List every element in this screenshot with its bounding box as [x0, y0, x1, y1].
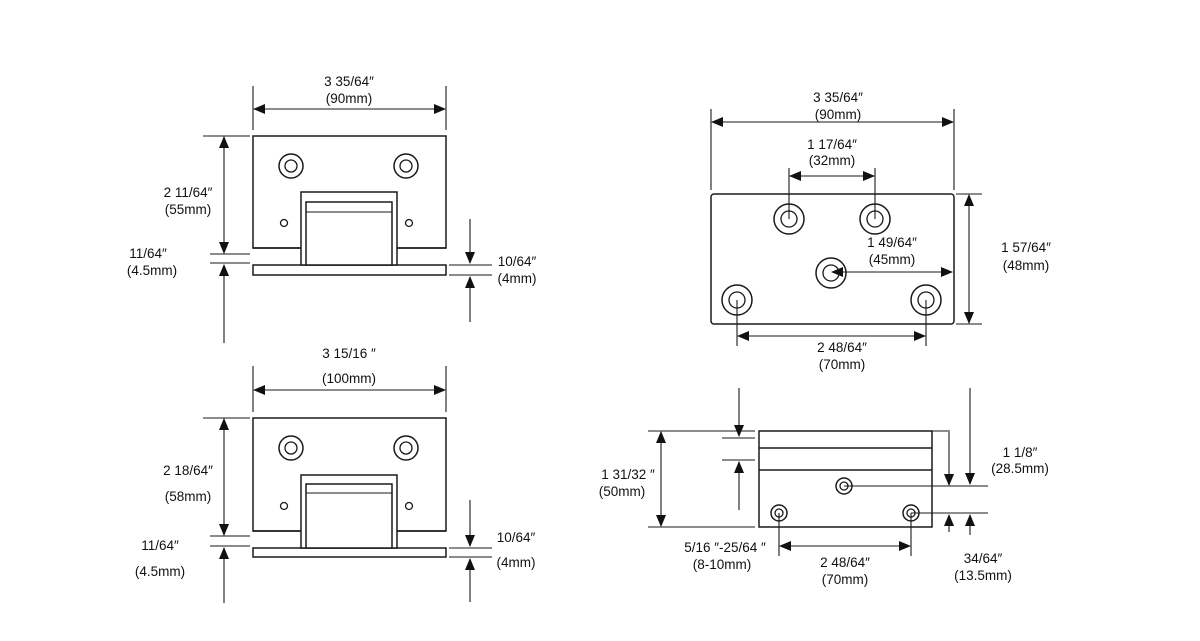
width-metric-label: (90mm): [815, 107, 862, 122]
pin-hole-icon: [404, 501, 414, 511]
height-metric-label: (50mm): [599, 484, 646, 499]
hinge-body-bottom-left: [252, 417, 447, 558]
screw-hole-icon: [815, 257, 847, 289]
offset-metric-label: (28.5mm): [991, 461, 1049, 476]
plate-metric-label: (4mm): [498, 271, 537, 286]
hole-spacing-metric-label: (32mm): [809, 153, 856, 168]
spacing-imperial-label: 2 48/64″: [820, 555, 870, 570]
hinge-body-top-left: [252, 135, 447, 276]
hole-spacing-imperial-label: 1 17/64″: [807, 137, 857, 152]
height-metric-label: (55mm): [165, 202, 212, 217]
center-hole-metric-label: (45mm): [869, 252, 916, 267]
view-top-left: 3 35/64″ (90mm) 2 11/64″ (55mm) 11/64″ (…: [127, 74, 537, 343]
gap-metric-label: (4.5mm): [127, 263, 177, 278]
view-top-right: 3 35/64″ (90mm) 1 17/64″ (32mm) 1 49/64″…: [710, 90, 1051, 372]
gap-imperial-label: 11/64″: [129, 246, 167, 261]
height-imperial-label: 2 11/64″: [164, 185, 213, 200]
screw-hole-icon: [835, 477, 853, 495]
height-imperial-label: 2 18/64″: [163, 463, 213, 478]
plate-metric-label: (4mm): [497, 555, 536, 570]
center-hole-imperial-label: 1 49/64″: [867, 235, 917, 250]
screw-hole-icon: [393, 435, 419, 461]
width-metric-label: (100mm): [322, 371, 376, 386]
bottom-spacing-metric-label: (70mm): [819, 357, 866, 372]
height-imperial-label: 1 57/64″: [1001, 240, 1051, 255]
screw-hole-icon: [393, 153, 419, 179]
plate-imperial-label: 10/64″: [498, 254, 537, 269]
edge-imperial-label: 34/64″: [964, 551, 1003, 566]
height-imperial-label: 1 31/32 ″: [601, 467, 655, 482]
offset-imperial-label: 1 1/8″: [1003, 445, 1038, 460]
gap-imperial-label: 11/64″: [141, 538, 179, 553]
pin-hole-icon: [279, 501, 289, 511]
screw-hole-icon: [278, 153, 304, 179]
edge-metric-label: (13.5mm): [954, 568, 1012, 583]
screw-hole-icon: [278, 435, 304, 461]
pin-hole-icon: [404, 218, 414, 228]
gap-metric-label: (4.5mm): [135, 564, 185, 579]
pin-hole-icon: [279, 218, 289, 228]
thickness-range-metric-label: (8-10mm): [693, 557, 752, 572]
height-metric-label: (58mm): [165, 489, 212, 504]
width-imperial-label: 3 35/64″: [813, 90, 863, 105]
width-imperial-label: 3 35/64″: [324, 74, 374, 89]
plate-imperial-label: 10/64″: [497, 530, 536, 545]
height-metric-label: (48mm): [1003, 258, 1050, 273]
thickness-range-imperial-label: 5/16 ″-25/64 ″: [684, 540, 766, 555]
width-imperial-label: 3 15/16 ″: [322, 346, 376, 361]
spacing-metric-label: (70mm): [822, 572, 869, 587]
view-bottom-right: 1 31/32 ″ (50mm) 5/16 ″-25/64 ″ (8-10mm)…: [599, 388, 1049, 587]
bottom-spacing-imperial-label: 2 48/64″: [817, 340, 867, 355]
width-metric-label: (90mm): [326, 91, 373, 106]
view-bottom-left: 3 15/16 ″ (100mm) 2 18/64″ (58mm) 11/64″…: [135, 346, 536, 603]
